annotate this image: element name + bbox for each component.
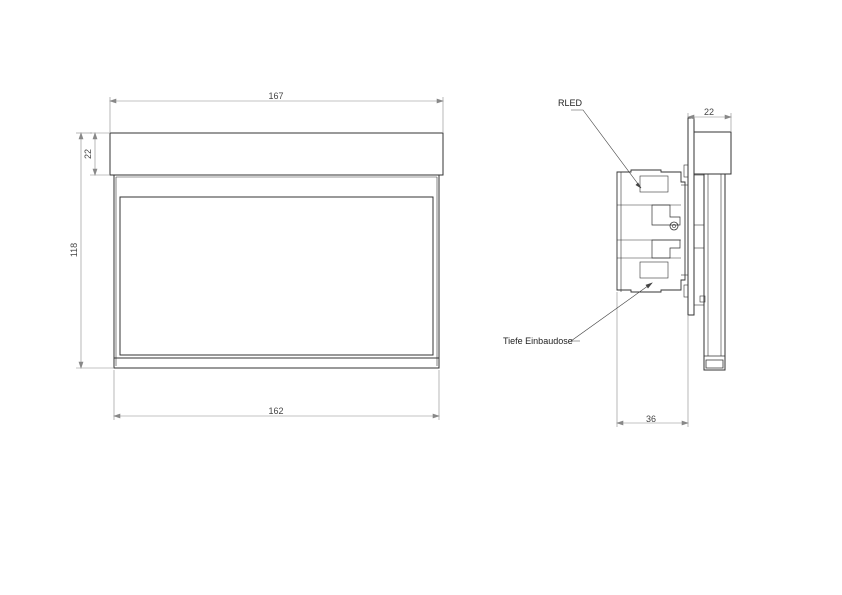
side-clamp-upper <box>651 204 681 226</box>
dim-118-arrow-bottom <box>78 361 84 369</box>
front-dimension-labels: 167 162 22 118 <box>69 91 284 416</box>
side-box-tab-top <box>683 164 689 178</box>
dim-label-167: 167 <box>268 91 283 101</box>
side-header-block <box>693 131 732 175</box>
dim-label-22-depth: 22 <box>704 107 714 117</box>
dim-label-162: 162 <box>268 406 283 416</box>
side-view <box>616 117 732 371</box>
side-box-tab-bottom <box>683 284 689 298</box>
dim-167-arrow-right <box>436 98 444 104</box>
side-mount-screw <box>669 221 679 231</box>
side-leaders <box>570 109 653 342</box>
side-faceplate-clip <box>699 295 706 303</box>
front-pictogram-window <box>119 196 434 356</box>
label-rled: RLED <box>558 98 583 108</box>
dim-22d-arrow-right <box>724 114 732 120</box>
front-header-block <box>109 132 444 176</box>
leader-rled <box>571 109 642 189</box>
dim-label-36: 36 <box>646 414 656 424</box>
side-faceplate-inner <box>693 174 705 306</box>
dim-22h-arrow-bottom <box>92 168 98 176</box>
front-view <box>109 132 444 369</box>
side-terminal-top <box>639 175 669 193</box>
leader-einbaudose <box>570 282 653 342</box>
side-mount-screw-inner <box>672 224 676 228</box>
side-terminal-bottom <box>639 261 669 279</box>
side-sign-profile <box>703 173 726 371</box>
side-dimensions <box>616 113 732 427</box>
front-sign-plate <box>113 174 440 369</box>
dim-label-22-header: 22 <box>83 149 93 159</box>
leader-rled-arrow <box>635 182 642 189</box>
dim-167-arrow-left <box>109 98 117 104</box>
leader-einbaudose-arrow <box>645 282 653 289</box>
side-sign-foot <box>704 355 725 369</box>
dim-162-arrow-right <box>432 413 440 419</box>
side-clamp-lower <box>651 239 681 259</box>
dim-label-118: 118 <box>69 243 79 257</box>
dim-36-arrow-right <box>681 420 689 426</box>
label-tiefe-einbaudose: Tiefe Einbaudose <box>503 336 573 346</box>
side-faceplate <box>687 117 695 316</box>
dim-22h-arrow-top <box>92 132 98 140</box>
dim-36-arrow-left <box>616 420 624 426</box>
dim-22d-arrow-left <box>687 114 695 120</box>
side-labels: 22 36 RLED Tiefe Einbaudose <box>503 98 714 424</box>
front-dimensions <box>76 97 444 420</box>
side-box-outline <box>616 169 686 293</box>
dim-118-arrow-top <box>78 132 84 140</box>
dim-162-arrow-left <box>113 413 121 419</box>
